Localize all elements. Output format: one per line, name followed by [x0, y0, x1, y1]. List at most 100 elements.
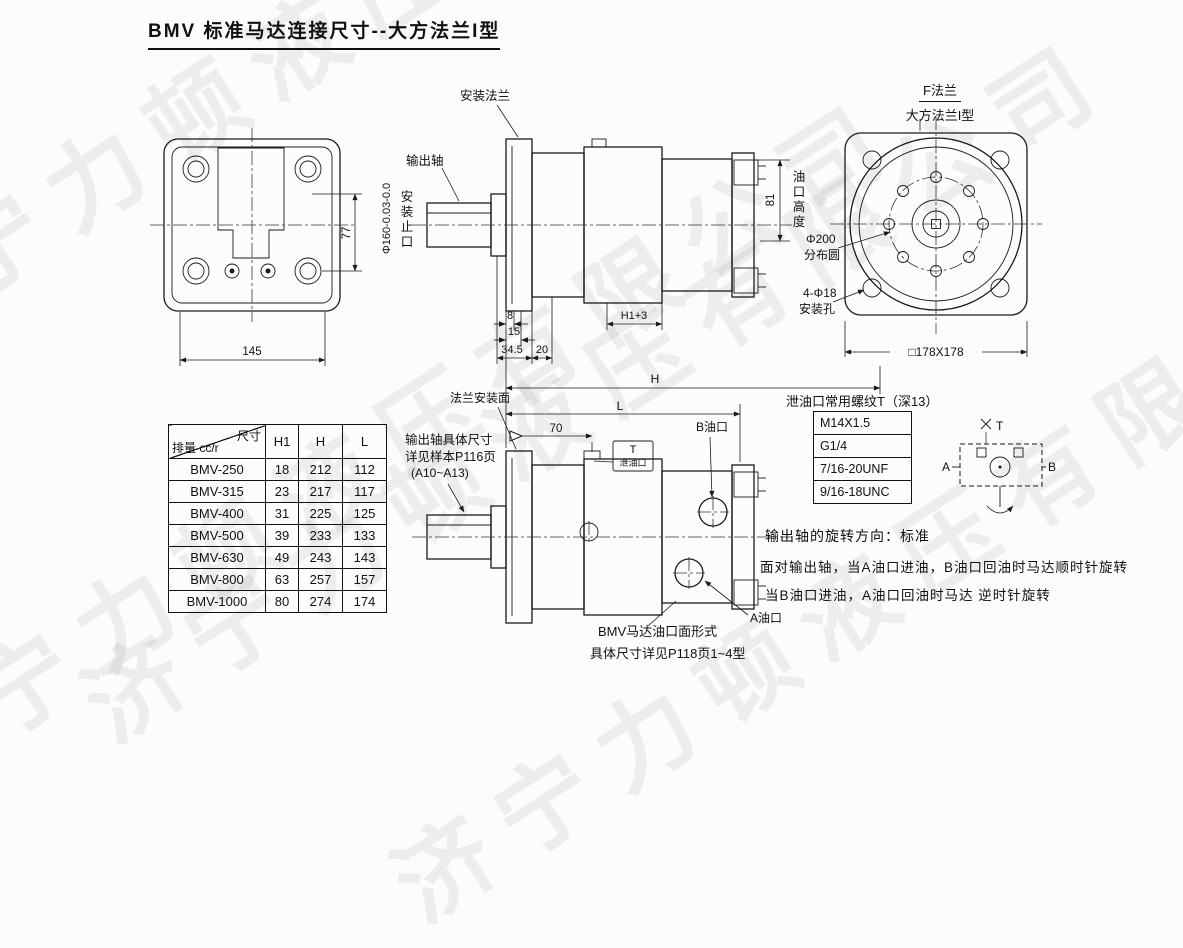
port-a-label: A油口: [750, 611, 782, 625]
model-cell: BMV-250: [168, 458, 266, 481]
table-row: BMV-1000 80 274 174: [168, 590, 387, 613]
col-header-l: L: [342, 424, 387, 459]
h1-cell: 80: [265, 590, 299, 613]
shaft-note-line3: (A10~A13): [411, 466, 469, 480]
h-cell: 212: [298, 458, 343, 481]
dim-70: 70: [509, 423, 593, 452]
shaft-note-line2: 详见样本P116页: [405, 449, 496, 464]
l-cell: 174: [342, 590, 387, 613]
rotation-direction-line1: 面对输出轴，当A油口进油，B油口回油时马达顺时针旋转: [760, 560, 1129, 575]
schematic-box: [959, 443, 1043, 487]
dim-L-label: L: [617, 399, 624, 413]
page-title: BMV 标准马达连接尺寸--大方法兰I型: [148, 16, 501, 50]
h1-cell: 23: [265, 480, 299, 503]
pilot-diameter-label: Φ160-0.03-0.0: [381, 183, 393, 254]
h-cell: 243: [298, 546, 343, 569]
dist-circle-label: 分布圆: [804, 248, 840, 262]
mount-hole: [990, 278, 1010, 298]
flange-face-label: 法兰安装面: [450, 390, 510, 405]
port-height-label: 油口高度: [792, 170, 806, 229]
dim-20-label: 20: [536, 344, 548, 356]
dim-34-5-label: 34.5: [501, 344, 522, 356]
dim-77-label: 77: [341, 227, 353, 240]
table-row: BMV-800 63 257 157: [168, 568, 387, 591]
dim-20: 20: [531, 297, 553, 364]
header-size: 尺寸: [236, 429, 261, 443]
dim-81-label: 81: [765, 194, 777, 207]
rotation-arrow: [986, 505, 1014, 514]
l-cell: 117: [342, 480, 387, 503]
dim-8: 8: [494, 310, 528, 330]
mount-holes-label: 安装孔: [799, 301, 835, 316]
hydraulic-schematic: T A B: [942, 418, 1056, 514]
bolt-hole: [294, 155, 322, 183]
model-cell: BMV-315: [168, 480, 266, 503]
col-header-h: H: [298, 424, 343, 459]
f-flange-label: F法兰 大方法兰I型: [880, 80, 1000, 124]
square-flange-view: Φ200 分布圆 4-Φ18 安装孔 □178X178: [799, 116, 1042, 359]
model-cell: BMV-800: [168, 568, 266, 591]
port-b-label: B油口: [696, 420, 728, 434]
f-flange-title: F法兰: [919, 80, 961, 102]
bolt-hole: [294, 257, 322, 285]
dim-8-label: 8: [507, 310, 513, 322]
table-row: BMV-630 49 243 143: [168, 546, 387, 569]
l-cell: 143: [342, 546, 387, 569]
front-flange-view: 145 77: [150, 128, 362, 366]
dist-circle-dia-label: Φ200: [806, 232, 836, 246]
size-table: 尺寸 排量 cc/r H1 H L BMV-250 18 212 112 BMV…: [168, 424, 387, 613]
thread-option: M14X1.5: [813, 411, 912, 435]
dim-178x178: □178X178: [844, 321, 1028, 359]
side-view-bottom: L 70 T 泄油口 B油口 A油口 法兰安装面: [412, 390, 792, 625]
bolt-hole: [182, 155, 210, 183]
thread-option: 9/16-18UNC: [813, 480, 912, 504]
port-note-line1: BMV马达油口面形式: [598, 624, 717, 639]
dim-81: 81: [754, 159, 790, 242]
model-cell: BMV-1000: [168, 590, 266, 613]
technical-drawing: 145 77 安装法兰 输出轴 Φ160-0.03-0.0: [150, 88, 1056, 661]
h-cell: 217: [298, 480, 343, 503]
size-table-corner-cell: 尺寸 排量 cc/r: [168, 424, 266, 459]
mount-hole: [990, 150, 1010, 170]
dim-145-label: 145: [242, 346, 261, 358]
model-cell: BMV-630: [168, 546, 266, 569]
h1-cell: 39: [265, 524, 299, 547]
h-cell: 225: [298, 502, 343, 525]
inner-contour: [217, 147, 285, 259]
motor-symbol: [989, 456, 1011, 478]
side-view-top: 安装法兰 输出轴 Φ160-0.03-0.0 8 15 34.5: [381, 88, 881, 448]
thread-option: 7/16-20UNF: [813, 457, 912, 481]
table-row: BMV-500 39 233 133: [168, 524, 387, 547]
l-cell: 125: [342, 502, 387, 525]
table-row: BMV-400 31 225 125: [168, 502, 387, 525]
dim-15-label: 15: [508, 326, 520, 338]
schematic-a-label: A: [942, 460, 950, 474]
mounting-flange-label: 安装法兰: [460, 88, 510, 103]
drain-t-label: T: [630, 444, 637, 456]
dim-H-label: H: [651, 372, 660, 386]
h1-cell: 49: [265, 546, 299, 569]
h1-cell: 18: [265, 458, 299, 481]
dim-h1plus3: H1+3: [606, 291, 663, 330]
dim-L: L: [505, 399, 741, 462]
drain-thread-table: M14X1.5 G1/4 7/16-20UNF 9/16-18UNC: [813, 411, 912, 504]
dim-34-5: 34.5: [496, 256, 533, 364]
drain-port: [583, 450, 601, 460]
mount-hole: [862, 278, 882, 298]
l-cell: 133: [342, 524, 387, 547]
h-cell: 274: [298, 590, 343, 613]
mount-holes-dia-label: 4-Φ18: [803, 286, 837, 300]
col-header-h1: H1: [265, 424, 299, 459]
dim-15: 15: [494, 311, 535, 346]
model-cell: BMV-400: [168, 502, 266, 525]
port-note-line2: 具体尺寸详见P118页1~4型: [590, 646, 745, 661]
l-cell: 157: [342, 568, 387, 591]
dim-70-label: 70: [550, 423, 563, 435]
header-displacement: 排量 cc/r: [172, 441, 219, 455]
rotation-direction-title: 输出轴的旋转方向：标准: [765, 528, 930, 544]
f-flange-subtitle: 大方法兰I型: [905, 108, 975, 123]
model-cell: BMV-500: [168, 524, 266, 547]
shaft-note-line1: 输出轴具体尺寸: [405, 432, 493, 447]
h-cell: 233: [298, 524, 343, 547]
drain-callout: T 泄油口: [593, 440, 654, 472]
